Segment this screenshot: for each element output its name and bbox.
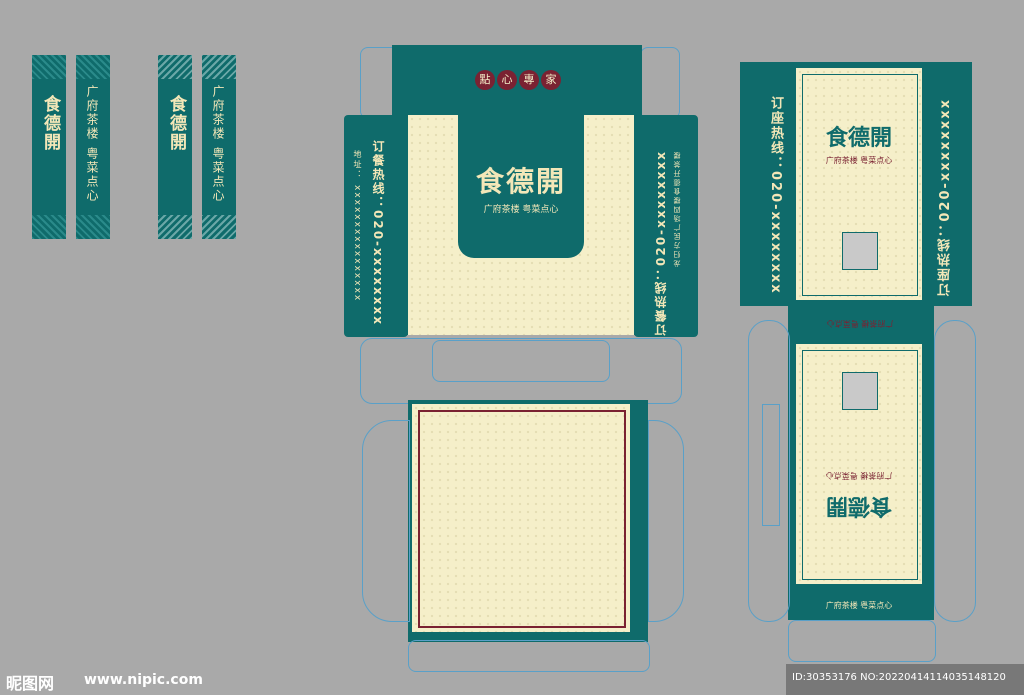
box-brand-title: 食德開: [475, 165, 566, 198]
sleeve-pattern-top: [158, 55, 192, 79]
sleeve-brand-text: 食德開: [166, 95, 186, 152]
seal-char: 心: [497, 70, 517, 90]
napkin-right-hotline: 订座热线：020-xxxxxxxx: [938, 98, 953, 297]
sleeve-brand-text: 食德開: [40, 95, 60, 152]
sleeve-tagline-text: 广府茶楼 粤菜点心: [211, 85, 225, 203]
seal-stamp: 點 心 專 家: [472, 70, 564, 92]
sleeve-pattern-top: [32, 55, 66, 79]
sleeve-pattern-bottom: [76, 215, 110, 239]
napkin-tagline: 广府茶楼 粤菜点心: [825, 156, 893, 165]
left-address-value: xxxxxxxxxxxxxxxx: [352, 185, 362, 303]
box-bottom-frame: [418, 410, 626, 628]
box-left-panel: [344, 115, 408, 337]
bottom-flap-dieline: [408, 640, 650, 672]
napkin-bottom-tagline-rotated: 广府茶楼 粤菜点心: [825, 471, 893, 480]
napkin-bottom-tagline: 广府茶楼 粤菜点心: [825, 601, 893, 610]
napkin-left-hotline: 订座热线：020-xxxxxxxx: [768, 96, 783, 295]
site-url: www.nipic.com: [84, 672, 203, 688]
sleeve-tagline-text: 广府茶楼 粤菜点心: [85, 85, 99, 203]
napkin-bottom-brand-rotated: 食德開: [826, 493, 893, 518]
chopstick-sleeve-4: 广府茶楼 粤菜点心: [202, 55, 236, 239]
chopstick-sleeve-3: 食德開: [158, 55, 192, 239]
napkin-side-slot: [762, 404, 780, 526]
napkin-bottom-frame: [802, 350, 918, 580]
sleeve-pattern-bottom: [202, 215, 236, 239]
box-dieline-top-flap-right: [640, 47, 680, 119]
box-dieline-inner-slot: [432, 340, 610, 382]
watermark-id: ID:30353176 NO:20220414114035148120: [792, 672, 1006, 683]
napkin-middle-strip: [788, 306, 934, 344]
sleeve-pattern-bottom: [32, 215, 66, 239]
bottom-left-dieline: [362, 420, 410, 622]
chopstick-sleeve-1: 食德開: [32, 55, 66, 239]
bottom-right-dieline: [648, 420, 684, 622]
box-right-panel: [634, 115, 698, 337]
right-hotline: 订餐热线：020-xxxxxxxx: [654, 150, 668, 336]
chopstick-sleeve-2: 广府茶楼 粤菜点心: [76, 55, 110, 239]
napkin-top-frame: [802, 74, 918, 296]
seal-char: 家: [541, 70, 561, 90]
box-tagline: 广府茶楼 粤菜点心: [483, 205, 559, 215]
watermark-bar-right: [786, 664, 1024, 695]
napkin-bottom-qr-placeholder: [842, 372, 878, 410]
box-opening-tab: [458, 100, 584, 258]
napkin-middle-tagline: 广府茶楼 粤菜点心: [826, 319, 894, 328]
sleeve-pattern-bottom: [158, 215, 192, 239]
napkin-brand-title: 食德開: [825, 126, 892, 151]
left-hotline: 订餐热线：020-xxxxxxxx: [371, 140, 385, 326]
right-address: 龙归方民广场四楼食德开茶楼: [673, 150, 681, 267]
box-bottom-cream: [412, 404, 630, 632]
left-address: 地址：: [353, 150, 362, 180]
sleeve-pattern-top: [202, 55, 236, 79]
napkin-left-dieline: [748, 320, 790, 622]
seal-char: 專: [519, 70, 539, 90]
site-logo: 昵图网: [6, 674, 55, 693]
seal-char: 點: [475, 70, 495, 90]
napkin-right-dieline: [934, 320, 976, 622]
sleeve-pattern-top: [76, 55, 110, 79]
napkin-bottom-flap-dieline: [788, 620, 936, 662]
napkin-qr-placeholder: [842, 232, 878, 270]
napkin-bottom-cream: [796, 344, 922, 584]
